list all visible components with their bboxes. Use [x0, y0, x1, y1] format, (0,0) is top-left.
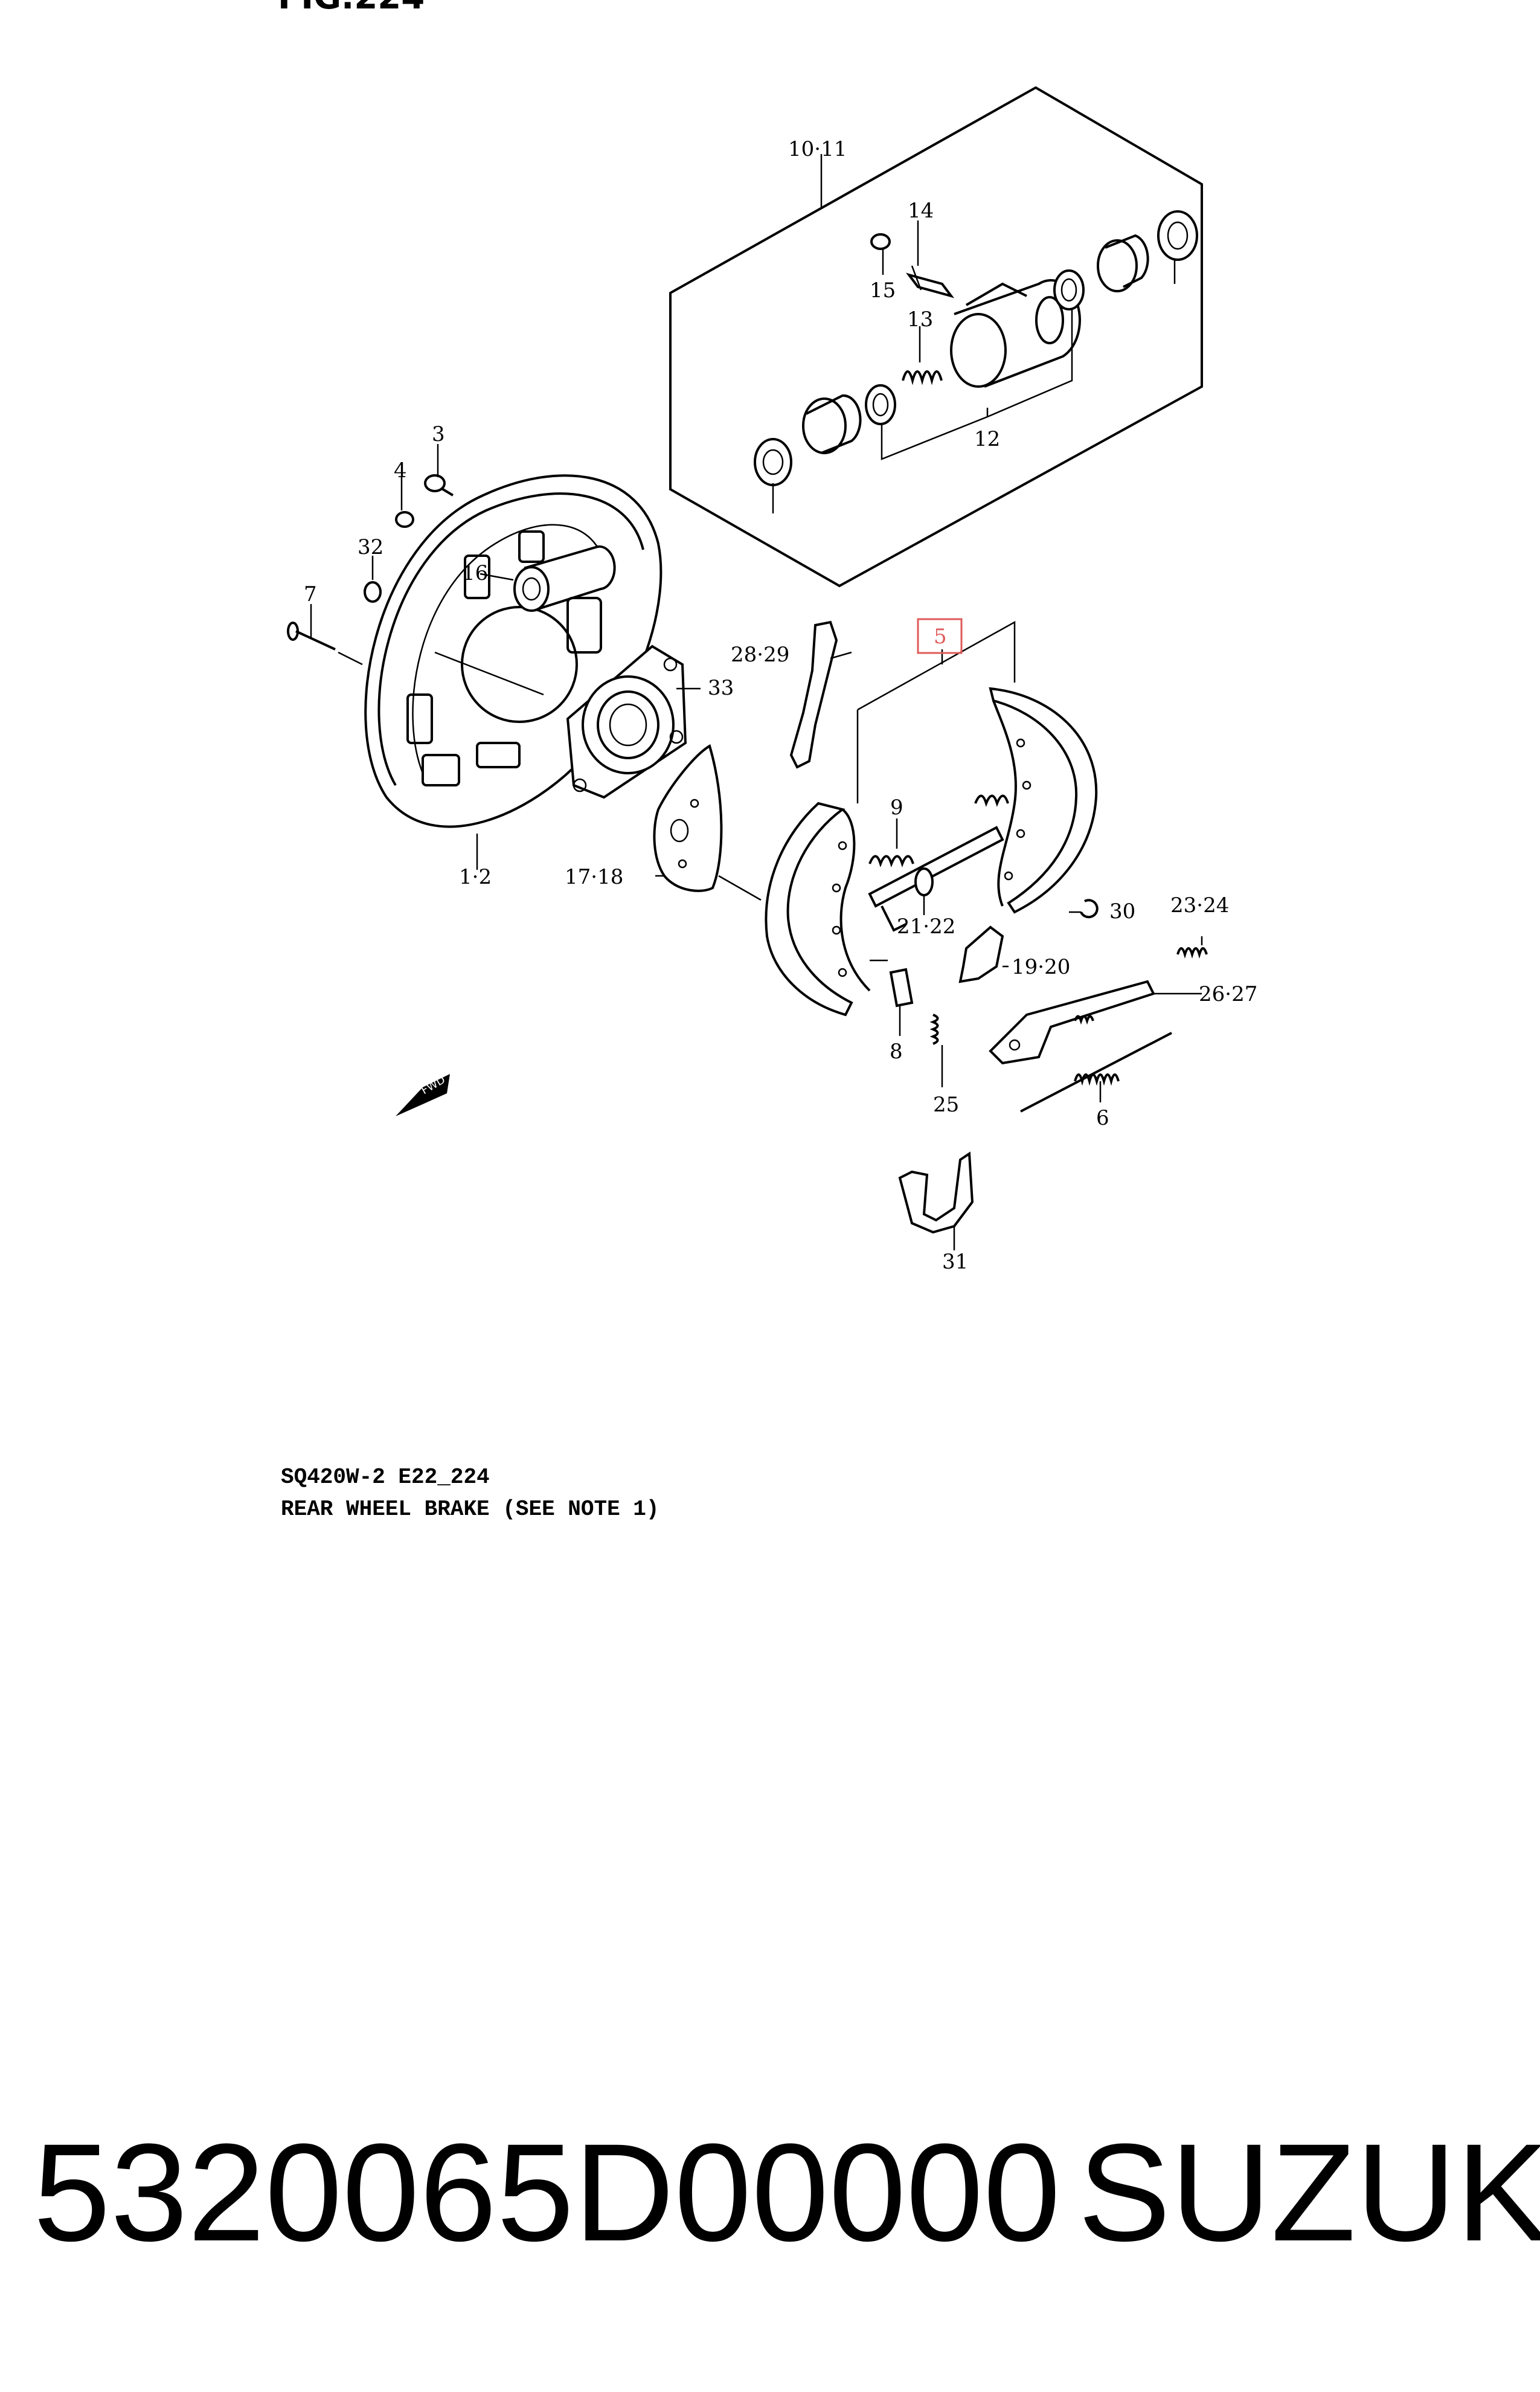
callout-25: 25 [933, 1093, 959, 1117]
hold-down-parts [870, 959, 943, 1087]
caption-model-code: SQ420W-2 E22_224 [281, 1465, 490, 1490]
parking-brake-lever [989, 980, 1202, 1065]
return-springs [868, 794, 1009, 867]
brake-shoe-left [765, 802, 871, 1017]
dust-shield [653, 744, 762, 901]
brake-shoe-right [989, 687, 1098, 914]
callout-33: 33 [708, 676, 734, 700]
highlight-box-part-5 [917, 618, 963, 654]
callout-1-2: 1·2 [459, 865, 492, 889]
callout-28-29: 28·29 [731, 643, 789, 667]
callout-5: 5 [934, 625, 947, 649]
callout-21-22: 21·22 [897, 915, 955, 939]
callout-8: 8 [890, 1040, 903, 1064]
callout-17-18: 17·18 [565, 865, 623, 889]
footer-band [0, 1993, 1540, 2392]
callout-15: 15 [870, 278, 896, 303]
adjuster-lever [958, 925, 1009, 983]
callout-7: 7 [304, 582, 317, 606]
callout-9: 9 [890, 796, 903, 820]
spring-23-24 [1176, 947, 1208, 959]
callout-14: 14 [908, 199, 934, 223]
clip-30 [1069, 899, 1099, 919]
caption-description: REAR WHEEL BRAKE (SEE NOTE 1) [281, 1497, 659, 1522]
parking-lever [789, 620, 852, 769]
callout-16: 16 [462, 561, 488, 585]
callout-19-20: 19·20 [1012, 955, 1070, 979]
hub-bearing [566, 645, 701, 799]
callout-31: 31 [942, 1250, 968, 1274]
bracket-31 [898, 1151, 974, 1250]
callout-4: 4 [394, 458, 407, 483]
callout-3: 3 [432, 422, 445, 446]
callout-26-27: 26·27 [1199, 982, 1257, 1006]
brand-name: SUZUKI [1078, 2115, 1540, 2270]
part-number: 5320065D00000 [33, 2115, 1061, 2270]
callout-23-24: 23·24 [1170, 893, 1229, 918]
parts-diagram: FIG.224 [278, 0, 1258, 1522]
callout-30: 30 [1109, 899, 1135, 924]
wheel-cylinder-inset [669, 86, 1203, 588]
exploded-view-drawing: FIG.224 [278, 0, 1257, 1274]
figure-title: FIG.224 [278, 0, 425, 17]
fwd-arrow-icon: FWD [396, 1073, 450, 1116]
cable-spring [1020, 1032, 1172, 1113]
callout-12: 12 [974, 427, 1000, 451]
callout-13: 13 [907, 307, 933, 332]
callout-6: 6 [1096, 1106, 1109, 1130]
adjuster-strut [868, 826, 1004, 932]
fasteners [287, 444, 454, 666]
shoe-set-bracket [856, 618, 1016, 803]
backing-plate [364, 474, 663, 870]
callout-10-11: 10·11 [788, 137, 847, 161]
callout-32: 32 [358, 535, 383, 559]
